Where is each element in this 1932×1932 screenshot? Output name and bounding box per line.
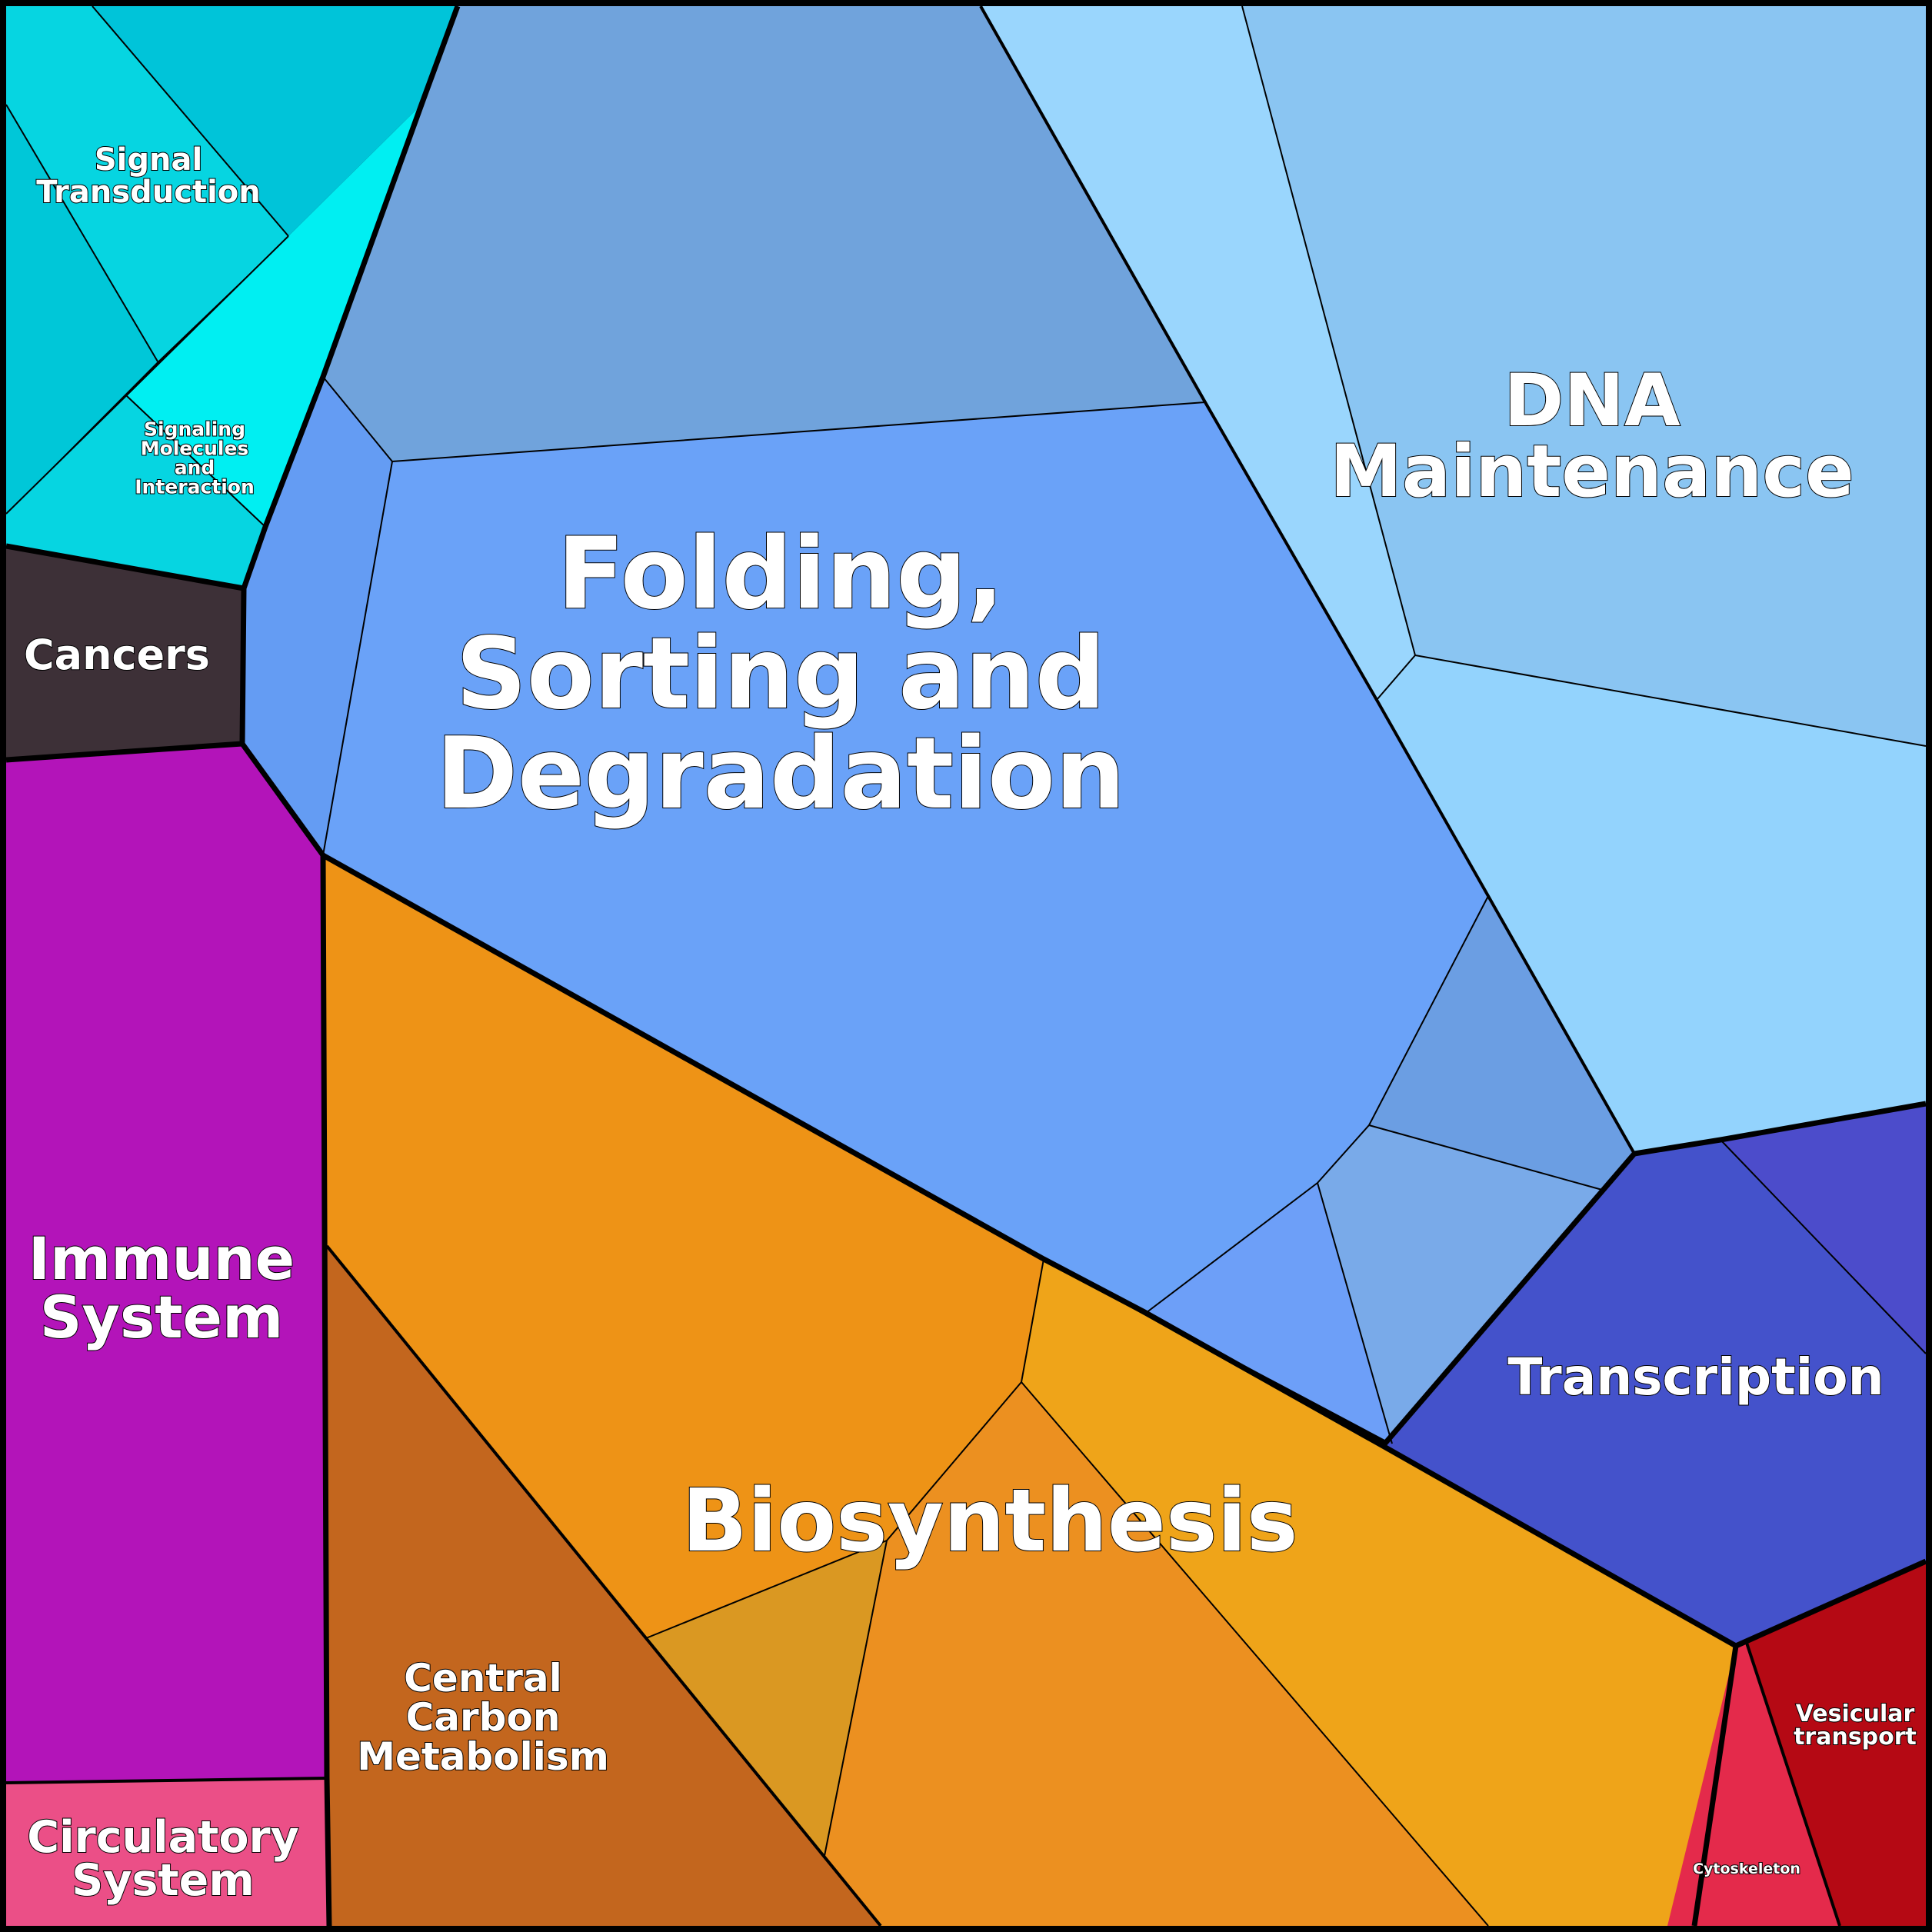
cell-dna-maintenance-left [981, 6, 1415, 700]
border-line [1381, 1101, 1927, 1448]
cell-biosynthesis-2 [1021, 1259, 1736, 1926]
cell-biosynthesis-3 [646, 1541, 887, 1856]
label-line: Cancers [24, 631, 210, 679]
label-line: DNA [1504, 359, 1681, 443]
label-line: Biosynthesis [681, 1471, 1297, 1571]
cell-folding-main [323, 402, 1488, 1313]
border-line [645, 1258, 1044, 1639]
label-line: Cytoskeleton [1693, 1860, 1800, 1877]
cell-dna-maintenance-main [1242, 6, 1926, 746]
border-line [1021, 1381, 1489, 1927]
label-line: Central [404, 1656, 562, 1700]
cell-transcription-small [1720, 1104, 1926, 1354]
border-line [240, 741, 332, 1927]
border-line [1376, 655, 1416, 701]
label-line: System [40, 1283, 284, 1351]
label-cancers: Cancers [24, 631, 210, 679]
label-line: and [175, 457, 215, 479]
cell-biosynthesis-1 [323, 855, 1044, 1638]
thick-borders-layer [5, 5, 1927, 1927]
cell-signal-transduction-3 [6, 105, 158, 514]
label-line: Signal [95, 142, 202, 178]
label-transcription: Transcription [1507, 1347, 1884, 1407]
border-line [1145, 895, 1489, 1314]
cell-vesicular-transport [1746, 1561, 1926, 1926]
border-line [5, 104, 158, 362]
cell-signal-transduction-2 [92, 6, 458, 236]
label-line: Transcription [1507, 1347, 1884, 1407]
border-line [5, 5, 461, 591]
label-biosynthesis: Biosynthesis [681, 1471, 1297, 1571]
label-line: Sorting and [456, 617, 1106, 731]
cell-dna-maintenance-bottom [1377, 655, 1926, 1154]
cell-signaling-molecules [127, 105, 421, 527]
cell-folding-top [323, 6, 1205, 461]
border-line [1734, 1558, 1927, 1649]
border-line [5, 235, 289, 515]
label-line: Vesicular [1796, 1700, 1915, 1727]
cell-signal-transduction-4 [6, 396, 265, 588]
border-line [5, 1777, 328, 1784]
border-line [824, 1540, 888, 1857]
cell-central-carbon-metabolism [327, 1246, 881, 1926]
label-cytoskeleton: Cytoskeleton [1693, 1860, 1800, 1877]
thin-borders-layer [5, 5, 1927, 1927]
cell-circulatory-system [6, 1778, 329, 1926]
label-line: System [72, 1855, 254, 1906]
medium-borders-layer [5, 5, 1841, 1927]
cell-immune-system [6, 744, 327, 1783]
cell-transcription [1383, 1140, 1926, 1646]
border-line [979, 5, 1636, 1154]
label-line: Molecules [141, 438, 249, 460]
label-line: Immune [28, 1224, 295, 1293]
border-line [1691, 1645, 1739, 1927]
border-line [322, 461, 393, 856]
label-line: Transduction [36, 175, 261, 210]
border-line [92, 5, 289, 237]
label-line: Signaling [144, 418, 245, 441]
label-line: Degradation [436, 717, 1125, 831]
cell-cancers [6, 546, 244, 760]
cell-folding-small-2 [1369, 896, 1634, 1190]
cells-layer [6, 6, 1926, 1926]
border-line [325, 1244, 882, 1927]
label-line: Circulatory [27, 1812, 299, 1863]
border-line [321, 852, 1737, 1649]
cell-folding-small-3 [1317, 1125, 1602, 1446]
label-line: Maintenance [1330, 430, 1854, 514]
border-line [1720, 1139, 1927, 1354]
cell-cytoskeleton [1667, 1641, 1840, 1926]
label-line: Folding, [558, 517, 1004, 631]
label-line: Metabolism [357, 1734, 609, 1779]
label-line: Interaction [135, 476, 255, 498]
border-line [1744, 1640, 1841, 1927]
border-line [1368, 1124, 1603, 1191]
label-line: transport [1794, 1724, 1917, 1750]
border-line [1317, 1182, 1393, 1444]
cell-biosynthesis-4 [824, 1382, 1488, 1926]
cell-signal-transduction-1 [6, 6, 288, 361]
cell-folding-small-1 [1146, 1183, 1392, 1444]
border-line [126, 395, 266, 528]
label-line: Carbon [406, 1695, 561, 1740]
